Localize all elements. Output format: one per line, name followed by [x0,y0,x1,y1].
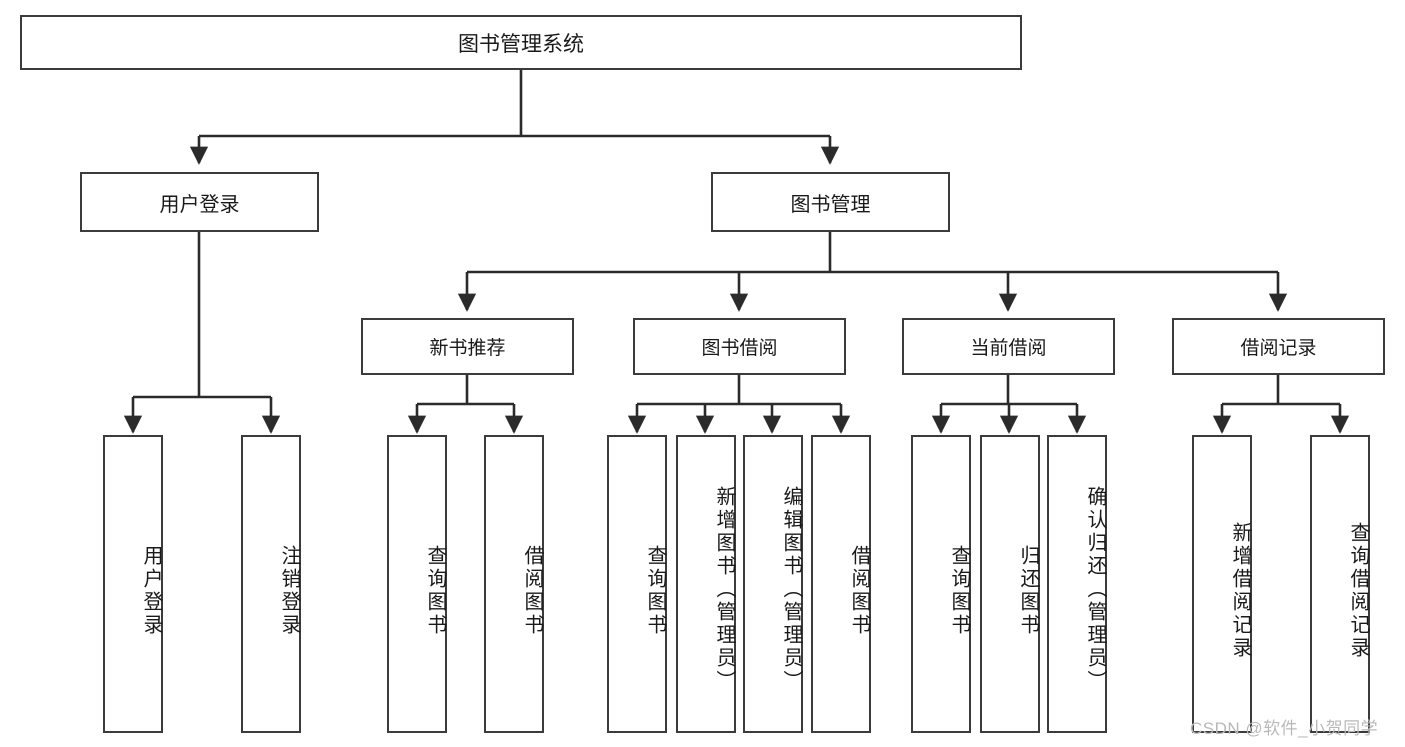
leaf-query-book-borrow[interactable]: 查询图书 [607,435,667,733]
leaf-user-login[interactable]: 用户登录 [103,435,163,733]
leaf-logout[interactable]: 注销登录 [241,435,301,733]
node-book-borrow[interactable]: 图书借阅 [633,318,846,375]
leaf-query-borrow-record[interactable]: 查询借阅记录 [1310,435,1370,733]
leaf-return-book[interactable]: 归还图书 [980,435,1040,733]
node-user-login[interactable]: 用户登录 [80,172,319,232]
leaf-borrow-book-new[interactable]: 借阅图书 [484,435,544,733]
leaf-query-book-new[interactable]: 查询图书 [387,435,447,733]
node-book-manage[interactable]: 图书管理 [711,172,950,232]
node-current-borrow[interactable]: 当前借阅 [902,318,1115,375]
leaf-add-book-admin[interactable]: 新增图书（管理员） [676,435,736,733]
node-root[interactable]: 图书管理系统 [20,15,1022,70]
leaf-borrow-book[interactable]: 借阅图书 [811,435,871,733]
node-borrow-record[interactable]: 借阅记录 [1172,318,1385,375]
leaf-edit-book-admin[interactable]: 编辑图书（管理员） [743,435,803,733]
node-new-book-recommend[interactable]: 新书推荐 [361,318,574,375]
leaf-confirm-return-admin[interactable]: 确认归还（管理员） [1047,435,1107,733]
leaf-add-borrow-record[interactable]: 新增借阅记录 [1192,435,1252,733]
leaf-query-book-current[interactable]: 查询图书 [911,435,971,733]
